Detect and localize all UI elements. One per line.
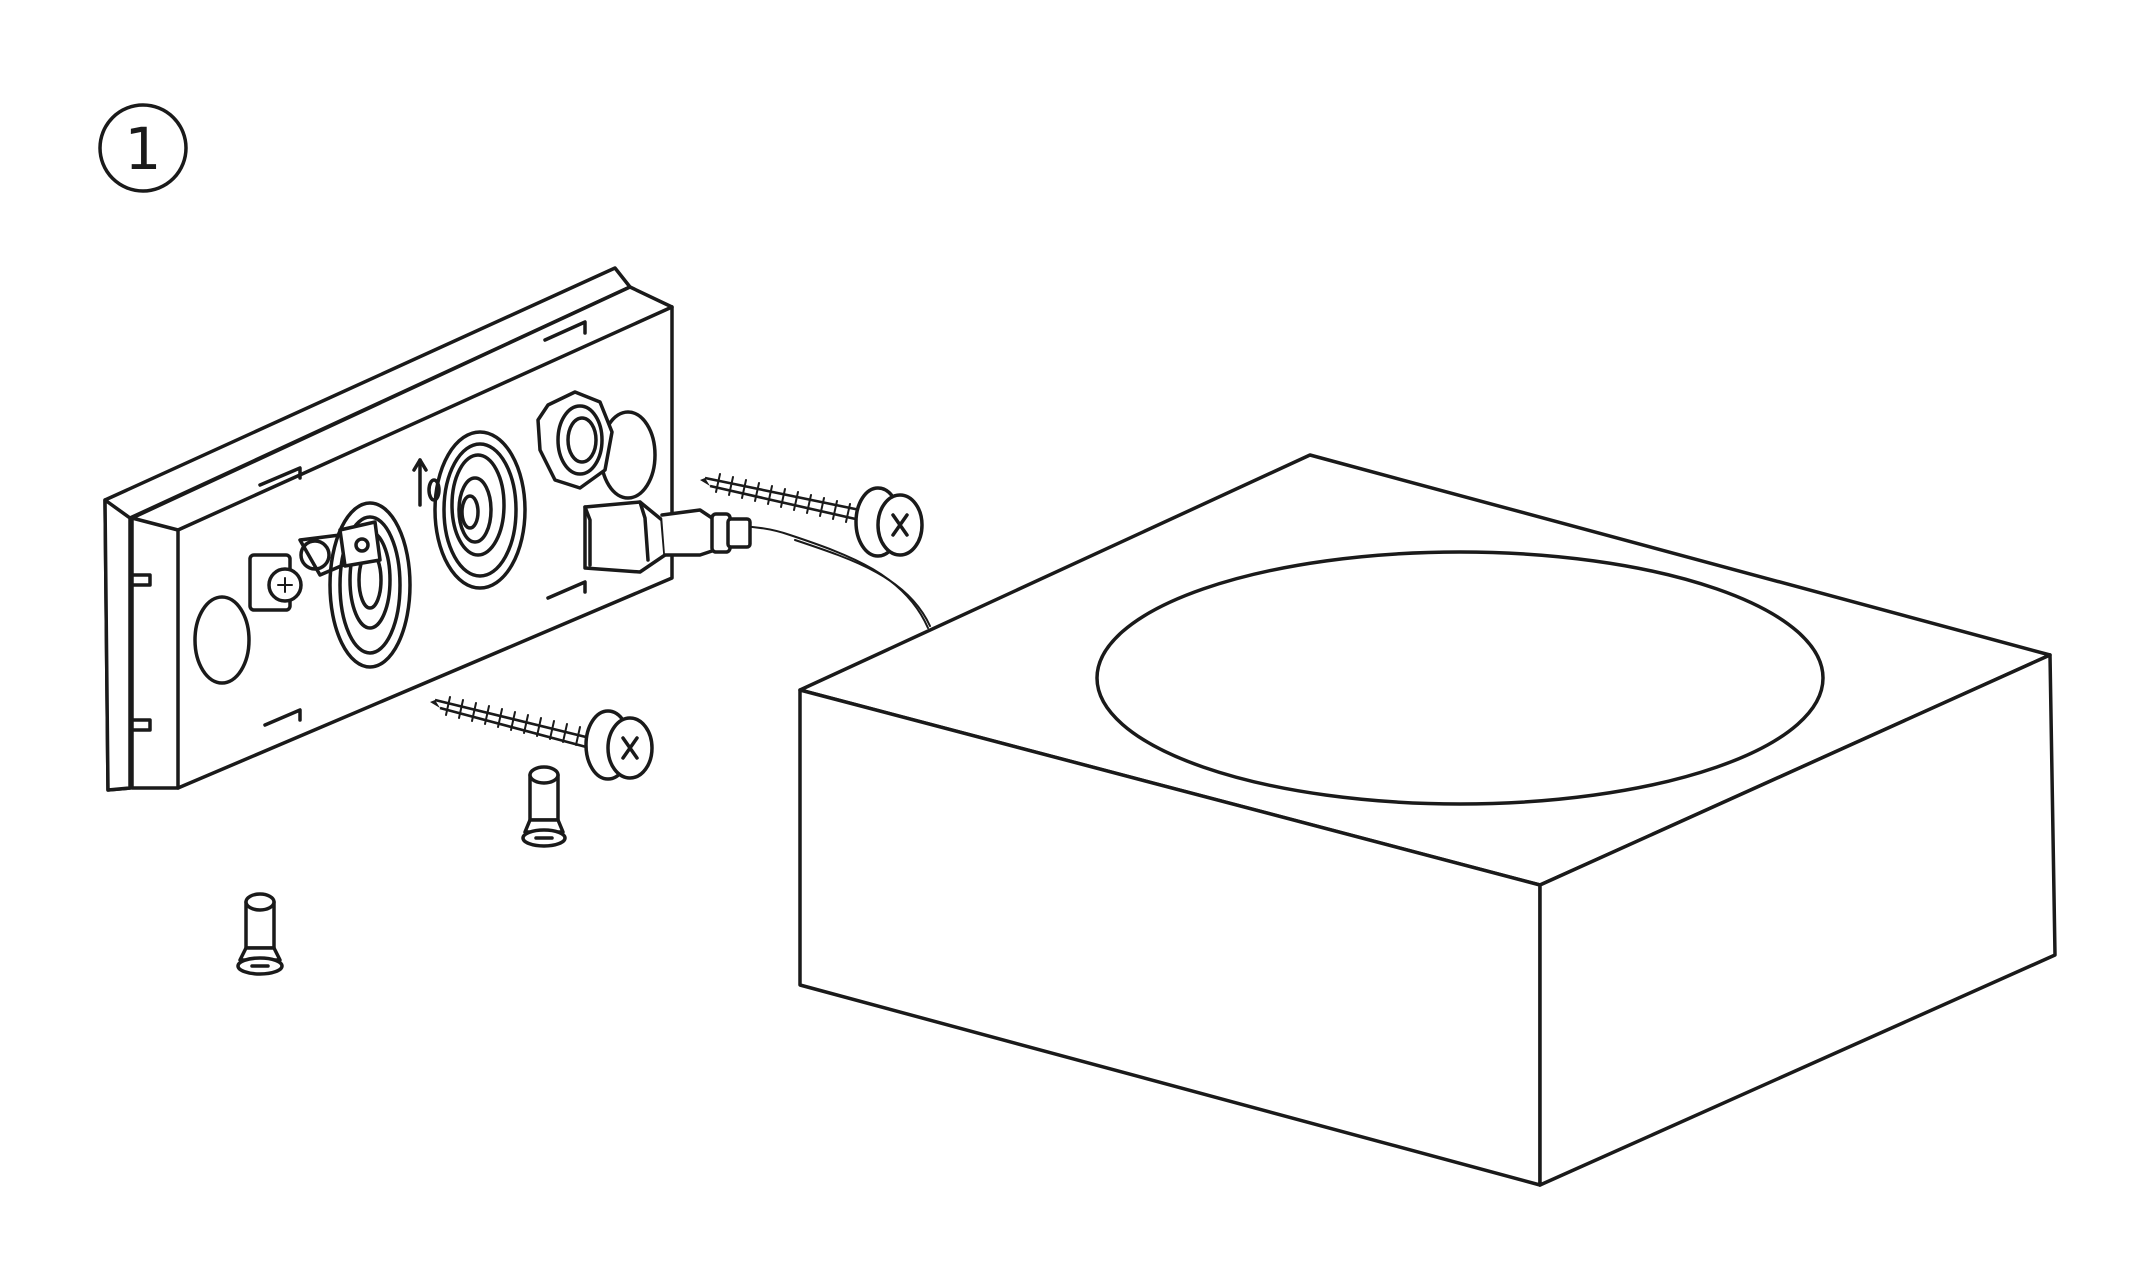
enclosure-side-face [1538, 653, 2057, 1187]
step-number: 1 [125, 115, 162, 183]
mount-hole-left [193, 595, 251, 685]
wire-clamp [248, 533, 357, 612]
cable-gland-nut [536, 390, 614, 490]
terminal-post-positive [433, 430, 527, 590]
wood-screw-lower [430, 696, 654, 781]
plate-flange-edge [103, 498, 132, 792]
wood-screw-upper [700, 473, 924, 558]
speaker-cutout [1095, 550, 1825, 806]
speaker-cable-2 [794, 539, 931, 627]
cable-connector [583, 500, 752, 574]
speaker-enclosure [798, 453, 2057, 1187]
machine-screw-middle [521, 765, 567, 848]
screw-thread-upper [715, 473, 851, 523]
terminal-post-negative [328, 501, 412, 669]
screw-thread-lower [445, 696, 581, 746]
terminal-plate [103, 266, 674, 792]
machine-screw-bottom [236, 892, 284, 976]
step-badge: 1 [98, 103, 188, 193]
